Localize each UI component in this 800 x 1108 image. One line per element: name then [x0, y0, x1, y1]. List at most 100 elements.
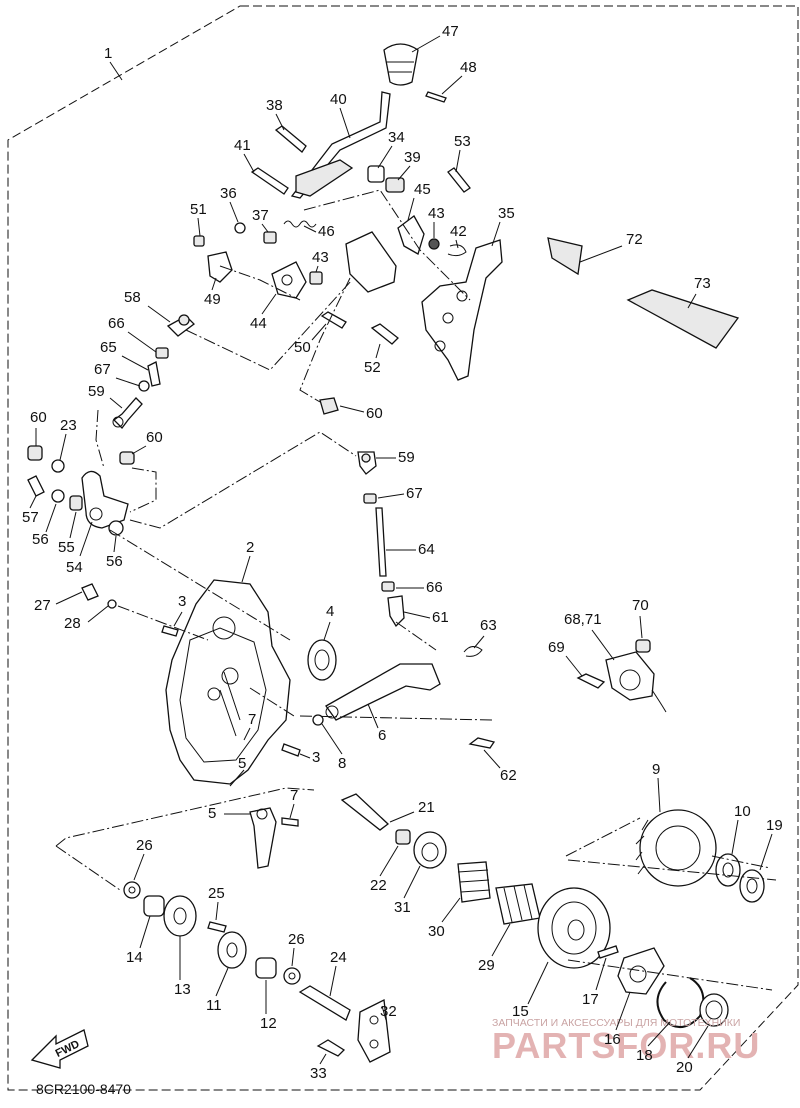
washer-26b: [283, 967, 301, 985]
part-label: 4: [326, 603, 334, 620]
part-label: 6: [378, 727, 386, 744]
driven-gear-9: [639, 809, 717, 887]
collar-43: [309, 271, 323, 285]
nut-60-upper: [27, 445, 43, 461]
bolt-38: [274, 125, 307, 153]
part-label: 57: [22, 509, 39, 526]
part-label: 48: [460, 59, 477, 76]
part-label: 67: [94, 361, 111, 378]
part-label: 17: [582, 991, 599, 1008]
part-label: 43: [312, 249, 329, 266]
part-label: 53: [454, 133, 471, 150]
bolt-62: [468, 737, 496, 749]
bracket-35: [421, 239, 503, 381]
assembly-boundary: [7, 5, 799, 1091]
part-label: 64: [418, 541, 435, 558]
gear-group: [55, 787, 777, 1063]
part-label: 50: [294, 339, 311, 356]
sensor-68: [605, 651, 655, 701]
part-label: 1: [104, 45, 112, 62]
part-label: 32: [380, 1003, 397, 1020]
part-label: 36: [220, 185, 237, 202]
part-label: 43: [428, 205, 445, 222]
part-label: 67: [406, 485, 423, 502]
pin-48: [425, 91, 447, 103]
bearing-10: [715, 853, 741, 887]
watermark-brand: PARTSFOR.RU: [492, 1025, 760, 1066]
bearing-4: [307, 639, 337, 681]
gear-11: [217, 931, 247, 969]
part-label: 59: [398, 449, 415, 466]
link-5: [249, 807, 277, 869]
part-label: 3: [178, 593, 186, 610]
watermark-caption: ЗАПЧАСТИ И АКСЕССУАРЫ ДЛЯ МОТОТЕХНИКИ: [492, 1017, 740, 1029]
part-label: 69: [548, 639, 565, 656]
washer-56a: [51, 489, 65, 503]
part-label: 52: [364, 359, 381, 376]
part-label: 60: [30, 409, 47, 426]
shift-arm-54: [81, 470, 129, 529]
part-label: 13: [174, 981, 191, 998]
cap-31: [413, 831, 447, 869]
part-label: 56: [106, 553, 123, 570]
part-label: 40: [330, 91, 347, 108]
part-label: 68,71: [564, 611, 602, 628]
part-label: 20: [676, 1059, 693, 1076]
nut-51: [193, 235, 205, 247]
rod-end-59: [113, 397, 143, 429]
nut-60-right: [119, 451, 135, 465]
plate-44: [271, 261, 307, 299]
part-label: 62: [500, 767, 517, 784]
decal-72: [547, 237, 583, 276]
sprocket-15: [537, 887, 611, 969]
washer-67: [138, 380, 150, 392]
part-label: 63: [480, 617, 497, 634]
part-label: 15: [512, 1003, 529, 1020]
link-rod-group: [27, 314, 357, 536]
case-group: [81, 529, 337, 869]
part-label: 21: [418, 799, 435, 816]
part-label: 66: [108, 315, 125, 332]
washer-20: [699, 993, 729, 1027]
part-label: 5: [208, 805, 216, 822]
shift-rod-group: [299, 451, 496, 749]
part-label: 23: [60, 417, 77, 434]
part-label: 56: [32, 531, 49, 548]
o-ring-8: [312, 714, 324, 726]
bushing-14: [143, 895, 165, 917]
collar-39: [385, 177, 405, 193]
bolt-53: [447, 167, 471, 193]
bracket-32: [357, 999, 391, 1063]
bolt-57: [27, 475, 45, 497]
part-label: 5: [238, 755, 246, 772]
part-label: 16: [604, 1031, 621, 1048]
part-label: 60: [366, 405, 383, 422]
part-label: 2: [246, 539, 254, 556]
part-label: 27: [34, 597, 51, 614]
part-label: 51: [190, 201, 207, 218]
part-label: 65: [100, 339, 117, 356]
part-label: 37: [252, 207, 269, 224]
washer-36: [234, 222, 246, 234]
part-label: 11: [206, 997, 222, 1014]
nut-60-lower: [319, 397, 339, 415]
case-cover-2: [165, 579, 291, 785]
washer-26a: [123, 881, 141, 899]
shift-arm-45: [397, 215, 425, 255]
bushing-12: [255, 957, 277, 979]
part-label: 3: [312, 749, 320, 766]
pivot-block: [345, 231, 397, 293]
part-label: 34: [388, 129, 405, 146]
part-label: 12: [260, 1015, 277, 1032]
part-label: 35: [498, 205, 515, 222]
part-label: 30: [428, 923, 445, 940]
decal-73: [626, 289, 740, 349]
shift-rod-64: [375, 507, 387, 577]
shift-lever-group: [185, 43, 503, 415]
drawing-code: 8CR2100-8470: [36, 1081, 131, 1097]
part-label: 38: [266, 97, 283, 114]
part-label: 25: [208, 885, 225, 902]
fwd-arrow: FWD: [30, 1029, 89, 1069]
shift-shaft-6: [325, 663, 441, 721]
